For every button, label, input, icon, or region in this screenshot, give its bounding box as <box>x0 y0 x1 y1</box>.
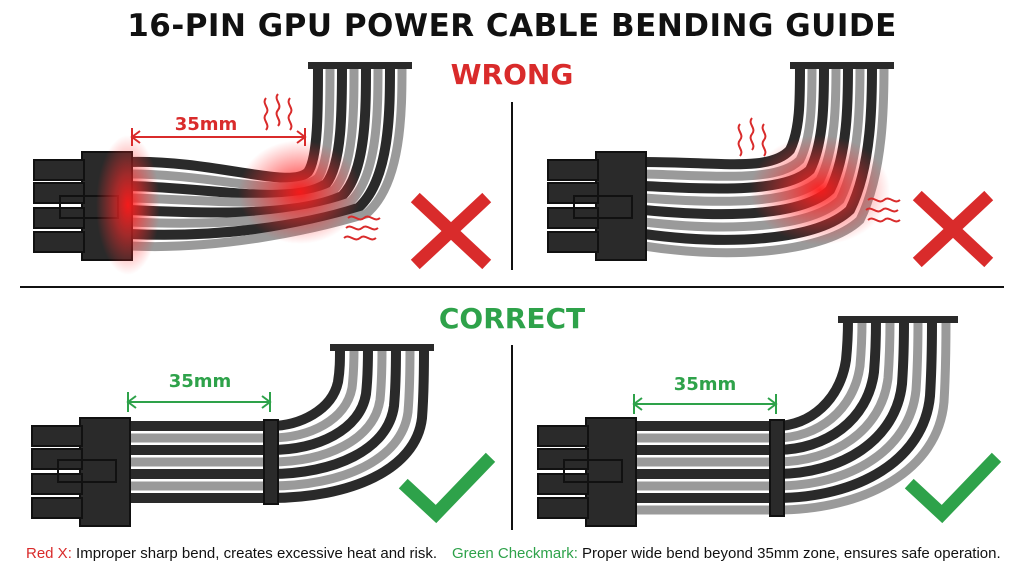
heat-glow <box>750 135 890 245</box>
legend-correct-key: Green Checkmark: <box>452 545 578 562</box>
measurement-35mm <box>130 128 307 146</box>
wrong-section-label: WRONG <box>450 58 574 91</box>
heat-wave-icon <box>865 197 901 223</box>
red-x-icon <box>410 192 492 270</box>
wrong-example-right <box>547 62 994 268</box>
heat-wave-icon <box>737 117 767 157</box>
cable-top-cap <box>330 344 434 351</box>
heat-wave-icon <box>263 93 293 131</box>
green-check-icon <box>398 452 496 524</box>
cable-top-cap <box>838 316 958 323</box>
cable-top-cap <box>308 62 412 69</box>
correct-measurement-label-left: 35mm <box>168 371 232 392</box>
green-check-icon <box>904 452 1002 524</box>
correct-measurement-label-right: 35mm <box>673 374 737 395</box>
cable-sleeve-band <box>263 419 279 505</box>
wrong-measurement-label: 35mm <box>174 114 238 135</box>
correct-example-left <box>31 344 496 527</box>
connector <box>537 417 637 527</box>
legend-correct-text: Proper wide bend beyond 35mm zone, ensur… <box>582 545 1001 562</box>
cable-bundle <box>128 347 429 503</box>
legend-correct: Green Checkmark: Proper wide bend beyond… <box>452 545 1001 562</box>
cable-top-cap <box>790 62 894 69</box>
cable-sleeve-band <box>769 419 785 517</box>
correct-example-right <box>537 316 1002 527</box>
cable-bundle <box>634 319 951 515</box>
legend-wrong-key: Red X: <box>26 545 72 562</box>
legend-wrong-text: Improper sharp bend, creates excessive h… <box>76 545 438 562</box>
measurement-35mm <box>632 394 778 414</box>
correct-section-label: CORRECT <box>438 302 586 335</box>
heat-wave-icon <box>343 215 381 241</box>
measurement-35mm <box>126 392 272 412</box>
connector <box>547 151 647 261</box>
page-title: 16-PIN GPU POWER CABLE BENDING GUIDE <box>127 8 897 44</box>
heat-glow <box>96 135 160 275</box>
red-x-icon <box>912 190 994 268</box>
connector <box>31 417 131 527</box>
heat-glow <box>238 140 362 244</box>
wrong-example-left <box>33 62 492 275</box>
legend-wrong: Red X: Improper sharp bend, creates exce… <box>26 545 437 562</box>
